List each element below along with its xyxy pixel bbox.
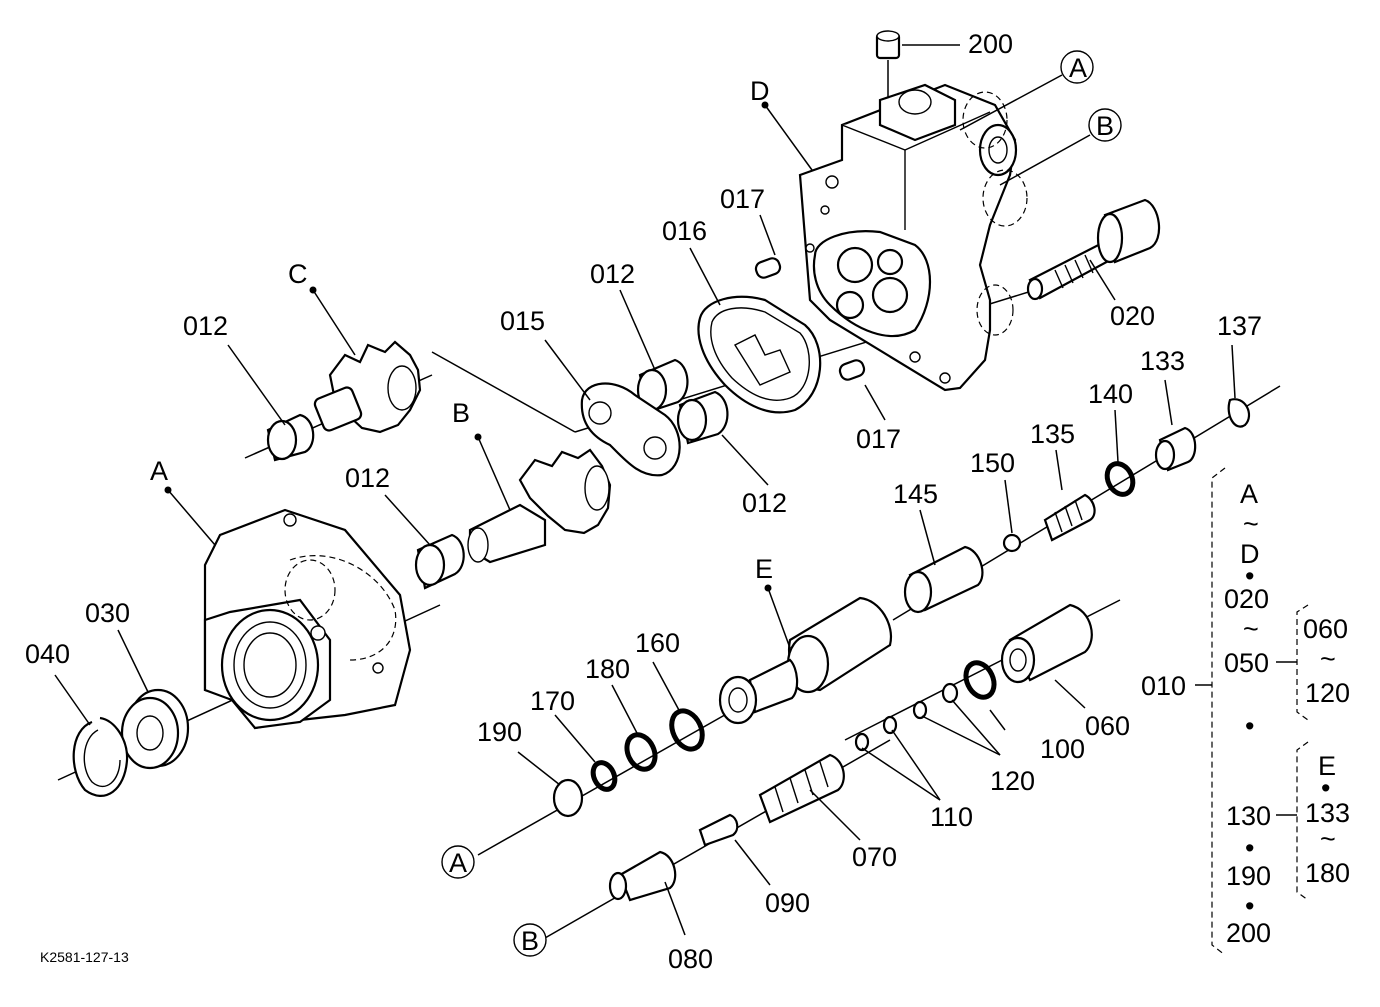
o-rings	[590, 398, 1251, 792]
side-plate-015	[580, 382, 681, 477]
label-012-mid: 012	[590, 259, 635, 289]
plug-200	[875, 30, 901, 60]
axis-lines	[57, 60, 1281, 939]
callout-b-top: B	[1096, 111, 1114, 141]
bracket-dot-2: •	[1245, 711, 1254, 741]
label-017-top: 017	[720, 184, 765, 214]
bracket-050: 050	[1224, 648, 1269, 678]
label-012-left: 012	[183, 311, 228, 341]
label-150: 150	[970, 448, 1015, 478]
bracket-dot-5: •	[1321, 773, 1330, 803]
label-012-low: 012	[345, 463, 390, 493]
label-110: 110	[930, 802, 973, 832]
callout-a-bottom: A	[449, 848, 467, 878]
seat-080	[608, 850, 677, 902]
label-080: 080	[668, 944, 713, 974]
bolt-020	[1026, 198, 1161, 301]
circlip-040	[72, 716, 129, 797]
spool-145	[903, 545, 984, 614]
label-b: B	[452, 398, 470, 428]
oil-seal-030	[120, 688, 190, 770]
label-100: 100	[1040, 734, 1085, 764]
label-012-right: 012	[742, 488, 787, 518]
gear-b	[467, 448, 612, 564]
bracket-020: 020	[1224, 584, 1269, 614]
bracket-tilde-4: ~	[1320, 824, 1336, 854]
bracket-060: 060	[1303, 614, 1348, 644]
label-090: 090	[765, 888, 810, 918]
label-145: 145	[893, 479, 938, 509]
bushings-012	[266, 358, 729, 590]
cap-190	[552, 778, 584, 818]
bracket-dot-1: •	[1245, 561, 1254, 591]
label-133: 133	[1140, 346, 1185, 376]
label-040: 040	[25, 639, 70, 669]
label-160: 160	[635, 628, 680, 658]
fitting-060	[1000, 603, 1093, 684]
label-016: 016	[662, 216, 707, 246]
part-labels: A B A B D C B A E 200 017 016 012 015 01…	[25, 29, 1262, 974]
bracket-e: E	[1318, 751, 1336, 781]
label-200: 200	[968, 29, 1013, 59]
bracket-dot-3: •	[1245, 833, 1254, 863]
callout-a-top: A	[1069, 53, 1087, 83]
label-140: 140	[1088, 379, 1133, 409]
gasket-016	[697, 295, 822, 414]
bracket-dot-4: •	[1245, 891, 1254, 921]
label-190: 190	[477, 717, 522, 747]
spring-135	[1043, 493, 1096, 542]
assembly-bracket: 010 A ~ D • 020 ~ 050 • 130 • 190 • 200 …	[1141, 467, 1350, 956]
label-017-low: 017	[856, 424, 901, 454]
label-120: 120	[990, 766, 1035, 796]
callout-b-bottom: B	[521, 926, 539, 956]
cover-d	[798, 83, 1028, 392]
reference-dots	[164, 101, 772, 592]
label-070: 070	[852, 842, 897, 872]
bracket-180: 180	[1305, 858, 1350, 888]
washers	[854, 533, 1022, 752]
label-180: 180	[585, 654, 630, 684]
bracket-120: 120	[1305, 678, 1350, 708]
pump-body-a	[203, 508, 412, 730]
bracket-tilde-3: ~	[1320, 644, 1336, 674]
document-code: K2581-127-13	[40, 949, 129, 965]
bracket-130: 130	[1226, 801, 1271, 831]
gear-c	[313, 340, 422, 434]
label-135: 135	[1030, 419, 1075, 449]
bracket-200: 200	[1226, 918, 1271, 948]
valve-body-e	[718, 596, 893, 725]
label-030: 030	[85, 598, 130, 628]
label-a: A	[150, 456, 168, 486]
bracket-tilde-1: ~	[1243, 509, 1259, 539]
bracket-010: 010	[1141, 671, 1186, 701]
bracket-133: 133	[1305, 798, 1350, 828]
label-015: 015	[500, 306, 545, 336]
plug-133	[1154, 426, 1197, 472]
bracket-tilde-2: ~	[1243, 614, 1259, 644]
bracket-190: 190	[1226, 861, 1271, 891]
label-d: D	[750, 76, 770, 106]
dowel-pins-017	[754, 257, 866, 381]
bracket-d: D	[1240, 539, 1260, 569]
label-060: 060	[1085, 711, 1130, 741]
leader-lines	[54, 44, 1236, 936]
bracket-a: A	[1240, 479, 1258, 509]
label-170: 170	[530, 686, 575, 716]
label-e: E	[755, 554, 773, 584]
label-c: C	[288, 259, 308, 289]
label-020: 020	[1110, 301, 1155, 331]
circled-callouts	[441, 50, 1122, 957]
poppet-090	[698, 813, 739, 847]
label-137: 137	[1217, 311, 1262, 341]
